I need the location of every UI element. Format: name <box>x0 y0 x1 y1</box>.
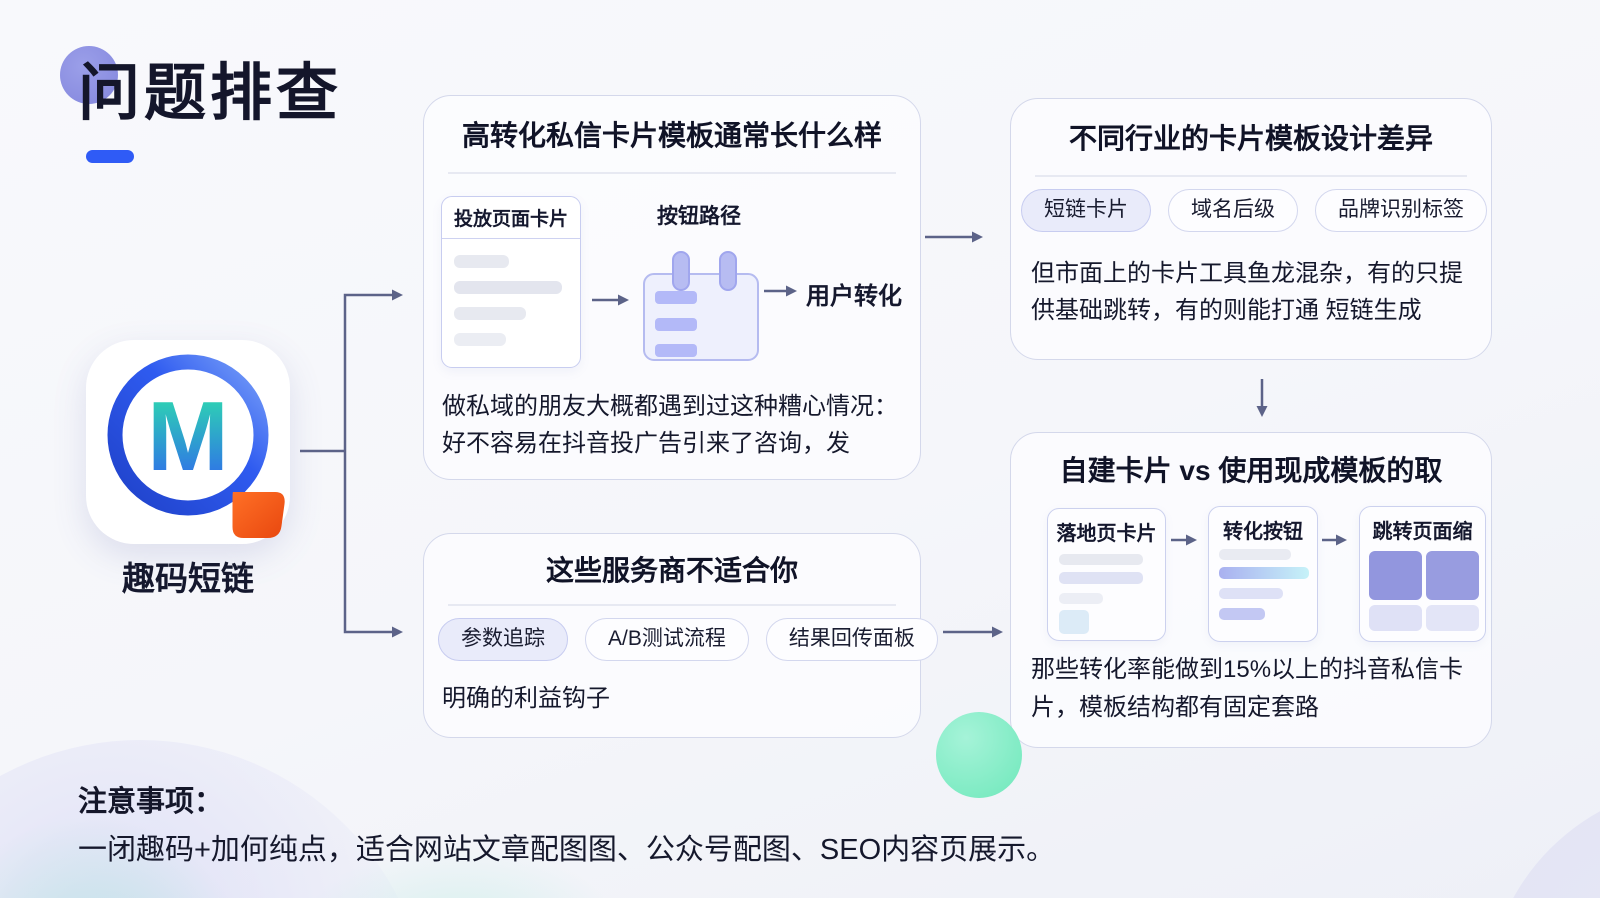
calendar-line <box>655 291 697 304</box>
grid-square <box>1369 605 1422 631</box>
body-line: 但市面上的卡片工具鱼龙混杂，有的只提 <box>1031 260 1463 287</box>
pill-row: 参数追踪 A/B测试流程 结果回传面板 <box>438 618 938 661</box>
card-body-text: 做私域的朋友大概都遇到过这种糟心情况： 好不容易在抖音投广告引来了咨询，发 <box>442 388 906 462</box>
pill-parameter-tracking: 参数追踪 <box>438 618 568 661</box>
card-body-text: 那些转化率能做到15%以上的抖音私信卡 片，模板结构都有固定套路 <box>1031 651 1477 727</box>
pill-row: 短链卡片 域名后级 品牌识别标签 <box>1021 189 1487 232</box>
logo-orange-corner <box>232 492 285 538</box>
connector-line <box>343 293 392 634</box>
arrow-right-icon <box>392 626 403 638</box>
conversion-button-thumbnail: 转化按钮 <box>1208 506 1318 642</box>
pill-domain-suffix: 域名后级 <box>1168 189 1298 232</box>
note-heading: 注意事项： <box>78 786 224 818</box>
placeholder-line <box>1059 572 1143 584</box>
jump-page-grid-thumbnail: 跳转页面缩 <box>1359 506 1486 642</box>
pill-brand-tag: 品牌识别标签 <box>1315 189 1487 232</box>
calendar-tab <box>719 251 737 291</box>
calendar-icon <box>643 251 759 361</box>
card-title: 不同行业的卡片模板设计差异 <box>1068 123 1433 154</box>
landing-page-card-thumbnail: 投放页面卡片 <box>441 196 581 368</box>
placeholder-line <box>454 255 509 268</box>
placeholder-lines <box>442 239 580 362</box>
placeholder-line <box>1219 588 1283 599</box>
placeholder-line <box>454 281 562 294</box>
grid-square <box>1426 551 1479 600</box>
placeholder-line <box>1219 608 1265 620</box>
mini-card-label: 投放页面卡片 <box>442 197 580 239</box>
logo-mark: M <box>107 354 285 538</box>
body-line: 供基础跳转，有的则能打通 短链生成 <box>1031 297 1422 324</box>
title-underline-dash <box>86 150 134 163</box>
arrow-right-icon <box>992 626 1003 638</box>
arrow-right-icon <box>972 231 983 243</box>
body-line: 片，模板结构都有固定套路 <box>1031 694 1319 721</box>
body-line: 做私域的朋友大概都遇到过这种糟心情况： <box>442 393 898 420</box>
pill-ab-testing: A/B测试流程 <box>585 618 749 661</box>
mini-card-label: 转化按钮 <box>1223 521 1303 543</box>
calendar-tab <box>672 251 690 291</box>
body-line: 那些转化率能做到15%以上的抖音私信卡 <box>1031 656 1464 683</box>
mini-card-label: 落地页卡片 <box>1056 523 1157 545</box>
app-logo-icon: M <box>86 340 290 544</box>
card-title: 这些服务商不适合你 <box>545 555 798 586</box>
page-title: 问题排查 <box>78 59 343 128</box>
button-path-label: 按钮路径 <box>657 205 741 228</box>
logo-ring <box>107 354 269 516</box>
card-template-look: 高转化私信卡片模板通常长什么样 投放页面卡片 按钮路径 用户转化 做私域的朋友大… <box>423 95 921 480</box>
logo-letter: M <box>147 381 229 491</box>
divider <box>448 172 896 174</box>
placeholder-block <box>1059 610 1089 634</box>
card-body-text: 但市面上的卡片工具鱼龙混杂，有的只提 供基础跳转，有的则能打通 短链生成 <box>1031 255 1477 329</box>
mint-circle <box>936 712 1022 798</box>
divider <box>448 604 896 606</box>
arrow-down-icon <box>1256 406 1268 417</box>
card-industry-differences: 不同行业的卡片模板设计差异 短链卡片 域名后级 品牌识别标签 但市面上的卡片工具… <box>1010 98 1492 360</box>
placeholder-line <box>454 307 526 320</box>
calendar-line <box>655 344 697 357</box>
card-body-text: 明确的利益钩子 <box>442 685 610 712</box>
bottom-right-circle <box>1486 784 1600 898</box>
placeholder-line <box>1219 549 1291 560</box>
placeholder-line <box>1059 554 1143 565</box>
arrow-right-icon <box>392 289 403 301</box>
grid-square <box>1369 551 1422 600</box>
logo-label: 趣码短链 <box>122 560 254 597</box>
user-conversion-label: 用户转化 <box>806 283 902 310</box>
grid-square <box>1426 605 1479 631</box>
pill-short-link-card: 短链卡片 <box>1021 189 1151 232</box>
pill-result-panel: 结果回传面板 <box>765 618 938 661</box>
card-unsuitable-providers: 这些服务商不适合你 参数追踪 A/B测试流程 结果回传面板 明确的利益钩子 <box>423 533 938 738</box>
placeholder-line <box>1219 567 1309 579</box>
divider <box>1035 175 1467 177</box>
mini-card-label: 跳转页面缩 <box>1372 521 1473 543</box>
note-body: 一闭趣码+加何纯点，适合网站文章配图图、公众号配图、SEO内容页展示。 <box>78 834 1056 866</box>
body-line: 好不容易在抖音投广告引来了咨询，发 <box>442 430 850 457</box>
calendar-line <box>655 318 697 331</box>
card-title: 高转化私信卡片模板通常长什么样 <box>461 120 882 151</box>
landing-card-thumbnail: 落地页卡片 <box>1047 508 1166 641</box>
placeholder-line <box>454 333 506 346</box>
card-title: 自建卡片 vs 使用现成模板的取 <box>1059 455 1443 486</box>
placeholder-line <box>1059 593 1103 604</box>
card-build-vs-template: 自建卡片 vs 使用现成模板的取 落地页卡片 转化按钮 跳转页面缩 那些转化率能… <box>1010 432 1492 748</box>
